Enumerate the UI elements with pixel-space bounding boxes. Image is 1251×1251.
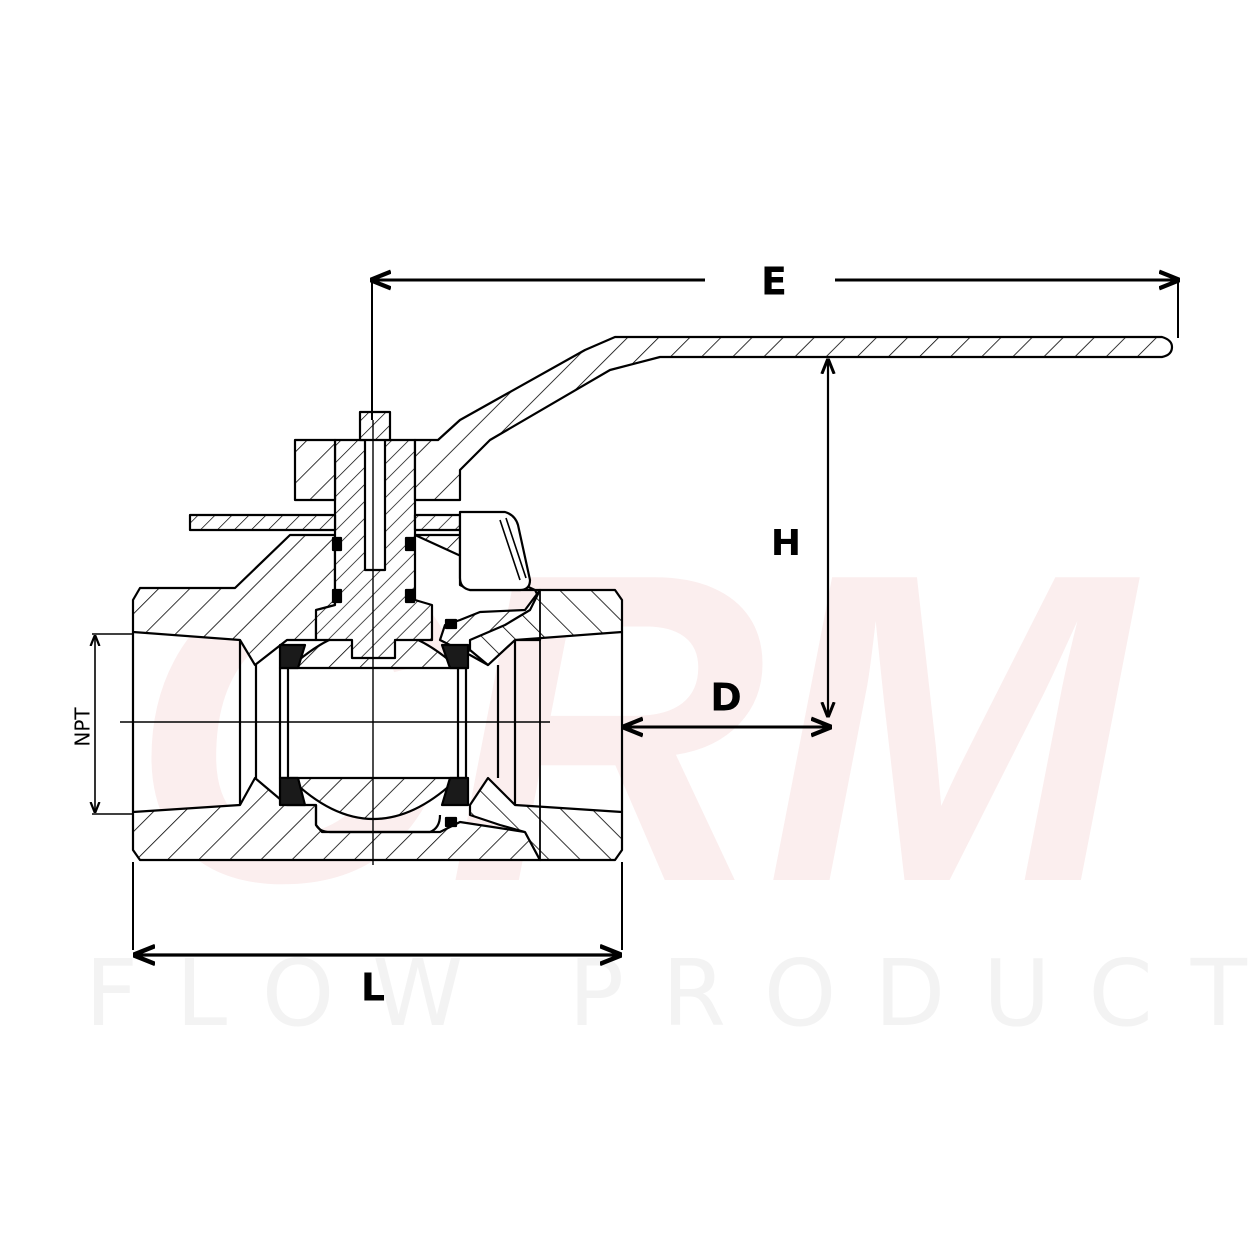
stem-screw xyxy=(363,418,387,572)
end-cap-right-lower xyxy=(468,776,624,862)
ball-bore-right xyxy=(456,666,468,780)
stop-plate-right xyxy=(413,513,462,532)
lock-clip xyxy=(458,510,532,592)
seat-upper-left xyxy=(278,643,307,670)
label-H: H xyxy=(771,523,801,564)
body-seal-bottom xyxy=(444,816,458,828)
handle-hub-left xyxy=(293,438,337,502)
stem-seal-3 xyxy=(331,588,343,604)
dimension-NPT xyxy=(92,633,133,815)
lock-spring xyxy=(499,517,527,581)
label-L: L xyxy=(361,966,385,1010)
stop-plate xyxy=(188,513,337,532)
ball-bore-left xyxy=(278,666,290,780)
stem-nut xyxy=(358,410,392,442)
seat-lower-right xyxy=(440,776,470,807)
body-seal-top xyxy=(444,618,458,630)
dimension-L xyxy=(132,862,623,955)
end-cap-right-upper xyxy=(468,588,624,667)
valve-body xyxy=(131,335,1174,862)
stem-seal-1 xyxy=(331,536,343,552)
stem-seal-4 xyxy=(404,588,416,604)
seat-lower-left xyxy=(278,776,307,807)
label-D: D xyxy=(710,676,742,720)
watermark: CRM FLOW PRODUCTS xyxy=(85,483,1251,1047)
label-E: E xyxy=(761,260,787,304)
label-NPT: NPT xyxy=(71,707,95,747)
dimension-E xyxy=(372,278,1178,420)
stem-seal-2 xyxy=(404,536,416,552)
handle-lever xyxy=(413,335,1174,502)
ball-cavity-lower xyxy=(314,805,442,834)
seat-upper-right xyxy=(440,643,470,670)
